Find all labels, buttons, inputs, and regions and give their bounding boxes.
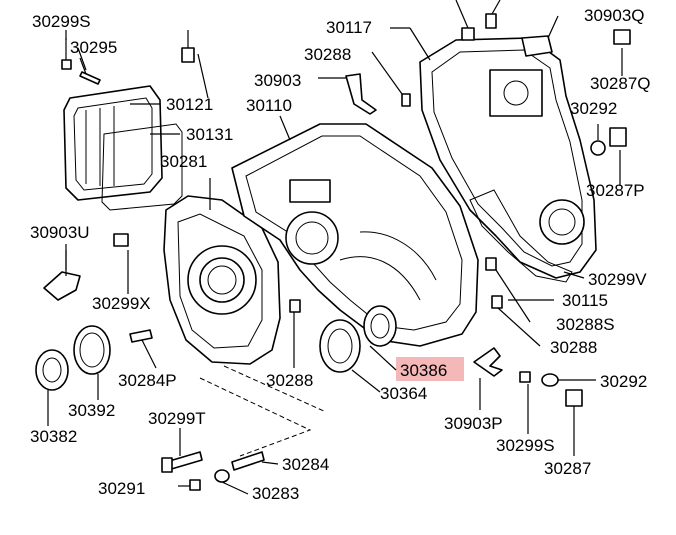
washer-30292-top-icon [590,140,606,156]
label-30299s-top: 30299S [32,12,91,31]
pin-30295-icon [79,57,101,85]
cover-plate-30121-icon [63,85,163,201]
oil-seal-30382-icon [35,349,69,391]
gasket-30299v-icon [469,189,573,283]
label-30291: 30291 [98,479,145,498]
plug-30287q-icon [613,29,631,45]
label-30281: 30281 [160,152,207,171]
label-30382: 30382 [30,427,77,446]
gasket-30392-icon [73,325,111,375]
label-30117: 30117 [326,18,372,37]
label-30110: 30110 [246,96,292,115]
bracket-30903-icon [345,73,377,115]
label-30364: 30364 [380,384,427,403]
label-30287q: 30287Q [590,74,651,93]
bolt-30299x-icon [113,233,129,247]
label-30287: 30287 [544,459,591,478]
label-30115: 30115 [562,291,608,310]
label-30299t: 30299T [148,409,206,428]
label-highlight [396,357,464,381]
label-30288s: 30288S [556,315,615,334]
bolt-30299t-icon [161,451,203,473]
label-30288-mid: 30288 [266,371,313,390]
bolt-top-left-icon [61,38,72,70]
bolt-top-center-icon [461,13,497,41]
plug-30287p-icon [609,127,627,147]
assembly-dashed-line [199,377,312,457]
label-30121: 30121 [166,95,213,114]
dowel-pins-icon [289,93,503,313]
label-30299x: 30299X [92,294,151,313]
stud-30284-icon [231,451,265,471]
transfer-case-30110-icon [231,123,479,347]
plug-30287-icon [565,389,583,407]
label-30392: 30392 [68,401,115,420]
washer-30292-bottom-icon [541,373,559,387]
nut-30291-icon [189,479,201,491]
label-30288-right: 30288 [550,338,597,357]
nut-top-icon [181,47,195,63]
label-30284: 30284 [282,455,329,474]
label-30292-top: 30292 [570,99,617,118]
label-30283: 30283 [252,484,299,503]
leader-lines [47,0,623,495]
bracket-30903p-icon [473,347,503,377]
label-30287p: 30287P [586,181,645,200]
label-30903u: 30903U [30,223,90,242]
adapter-30281-icon [163,195,281,365]
label-30903: 30903 [254,71,301,90]
stud-30284p-icon [129,329,153,343]
label-30903p: 30903P [444,414,503,433]
washer-30283-icon [214,469,230,483]
bracket-30903u-icon [43,250,81,301]
label-30903q: 30903Q [584,6,645,25]
bolt-30903q-icon [521,35,553,57]
label-30288-top: 30288 [304,45,351,64]
label-30299s-bottom: 30299S [496,436,555,455]
label-30299v: 30299V [588,270,647,289]
gasket-30131-icon [101,123,183,211]
label-30284p: 30284P [118,371,177,390]
assembly-dashed-line-2 [223,365,327,413]
label-30295: 30295 [70,38,117,57]
bolt-30299s-bottom-icon [519,371,531,383]
label-30386: 30386 [400,361,447,380]
label-30292-bottom: 30292 [600,372,647,391]
label-30131: 30131 [186,125,233,144]
bearing-30364-icon [319,305,397,373]
